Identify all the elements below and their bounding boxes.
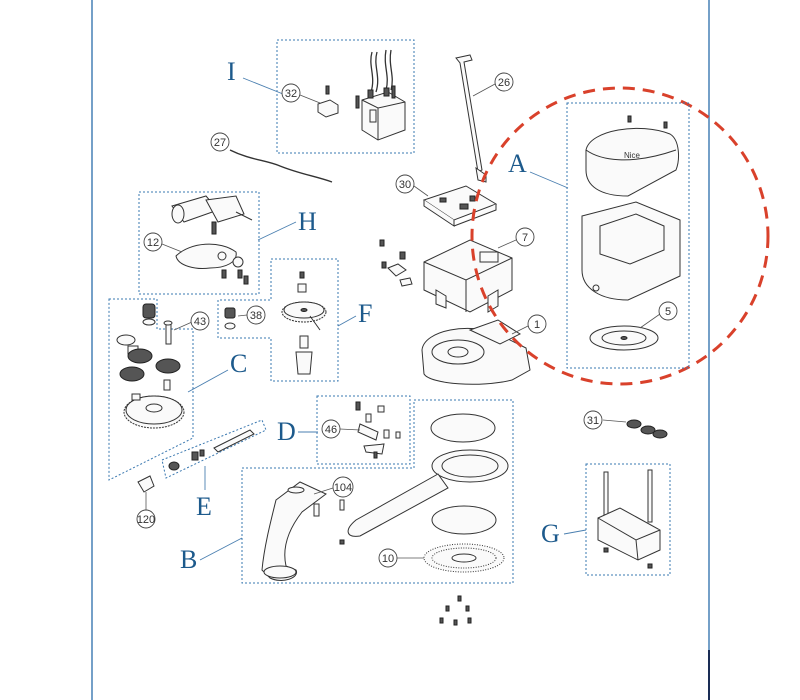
frame-group-i <box>276 39 415 154</box>
label-group-a: A <box>508 149 527 178</box>
part-120 <box>137 475 155 493</box>
callout-number-46: 46 <box>325 424 337 436</box>
part-motor <box>171 195 253 235</box>
frame-group-b <box>241 399 514 584</box>
callout-27 <box>210 132 230 152</box>
callout-7 <box>515 227 535 247</box>
frame-group-h <box>138 191 260 295</box>
part-screws <box>439 595 472 626</box>
callout-30 <box>395 174 415 194</box>
label-group-g: G <box>541 519 560 548</box>
callout-26 <box>494 72 514 92</box>
part-26-rod <box>455 54 487 183</box>
callout-number-43: 43 <box>194 316 206 328</box>
part-1-base <box>421 319 531 385</box>
part-gears-c <box>116 303 185 429</box>
svg-text:Nice: Nice <box>624 151 641 160</box>
part-bracket-g <box>597 469 661 569</box>
part-27-cable <box>229 149 333 183</box>
callout-43 <box>190 311 210 331</box>
frame-group-d <box>316 395 411 465</box>
callout-104 <box>332 476 354 498</box>
part-b-pins <box>313 499 345 545</box>
part-casing <box>581 201 681 301</box>
callout-5 <box>658 301 678 321</box>
callout-number-5: 5 <box>665 306 671 318</box>
part-gear-f <box>281 271 327 375</box>
callout-38 <box>246 305 266 325</box>
part-32-block <box>317 85 339 118</box>
label-group-i: I <box>227 57 236 86</box>
part-38 <box>224 307 236 330</box>
callout-10 <box>378 548 398 568</box>
callout-number-38: 38 <box>250 310 262 322</box>
callout-number-26: 26 <box>498 77 510 89</box>
part-shaft-e <box>168 429 255 471</box>
part-31-washers <box>626 419 668 439</box>
part-12-gasket <box>175 243 249 285</box>
callout-number-1: 1 <box>534 319 540 331</box>
part-d-small <box>355 401 401 459</box>
part-43-pin <box>163 320 173 345</box>
frame-group-f <box>217 258 339 382</box>
callout-1 <box>527 314 547 334</box>
callout-number-120: 120 <box>137 514 155 526</box>
callout-46 <box>321 419 341 439</box>
part-b-bracket <box>261 481 327 581</box>
highlight-group-a <box>470 86 770 386</box>
part-transformer <box>355 49 406 141</box>
callout-number-27: 27 <box>214 137 226 149</box>
callout-number-10: 10 <box>382 553 394 565</box>
callout-32 <box>281 83 301 103</box>
part-7-housing <box>423 239 513 313</box>
callout-120 <box>136 509 156 529</box>
callout-31 <box>583 410 603 430</box>
callout-number-12: 12 <box>147 237 159 249</box>
part-b-arm <box>347 449 509 537</box>
part-b-rings <box>430 413 497 535</box>
part-30-board <box>422 185 498 227</box>
callout-number-104: 104 <box>334 482 352 494</box>
part-cover: Nice <box>585 115 679 197</box>
callout-12 <box>143 232 163 252</box>
label-group-d: D <box>277 417 296 446</box>
callout-number-32: 32 <box>285 88 297 100</box>
callout-number-31: 31 <box>587 415 599 427</box>
part-10-disc <box>423 543 505 573</box>
label-group-f: F <box>358 299 372 328</box>
part-7-small-parts <box>379 239 413 287</box>
frame-group-a <box>566 102 690 369</box>
frame-group-c <box>108 298 194 481</box>
label-group-e: E <box>196 492 212 521</box>
label-group-b: B <box>180 545 197 574</box>
label-group-h: H <box>298 207 317 236</box>
callout-number-7: 7 <box>522 232 528 244</box>
frame-group-g <box>585 463 671 576</box>
label-group-c: C <box>230 349 247 378</box>
callout-number-30: 30 <box>399 179 411 191</box>
part-5-disc <box>589 325 659 351</box>
